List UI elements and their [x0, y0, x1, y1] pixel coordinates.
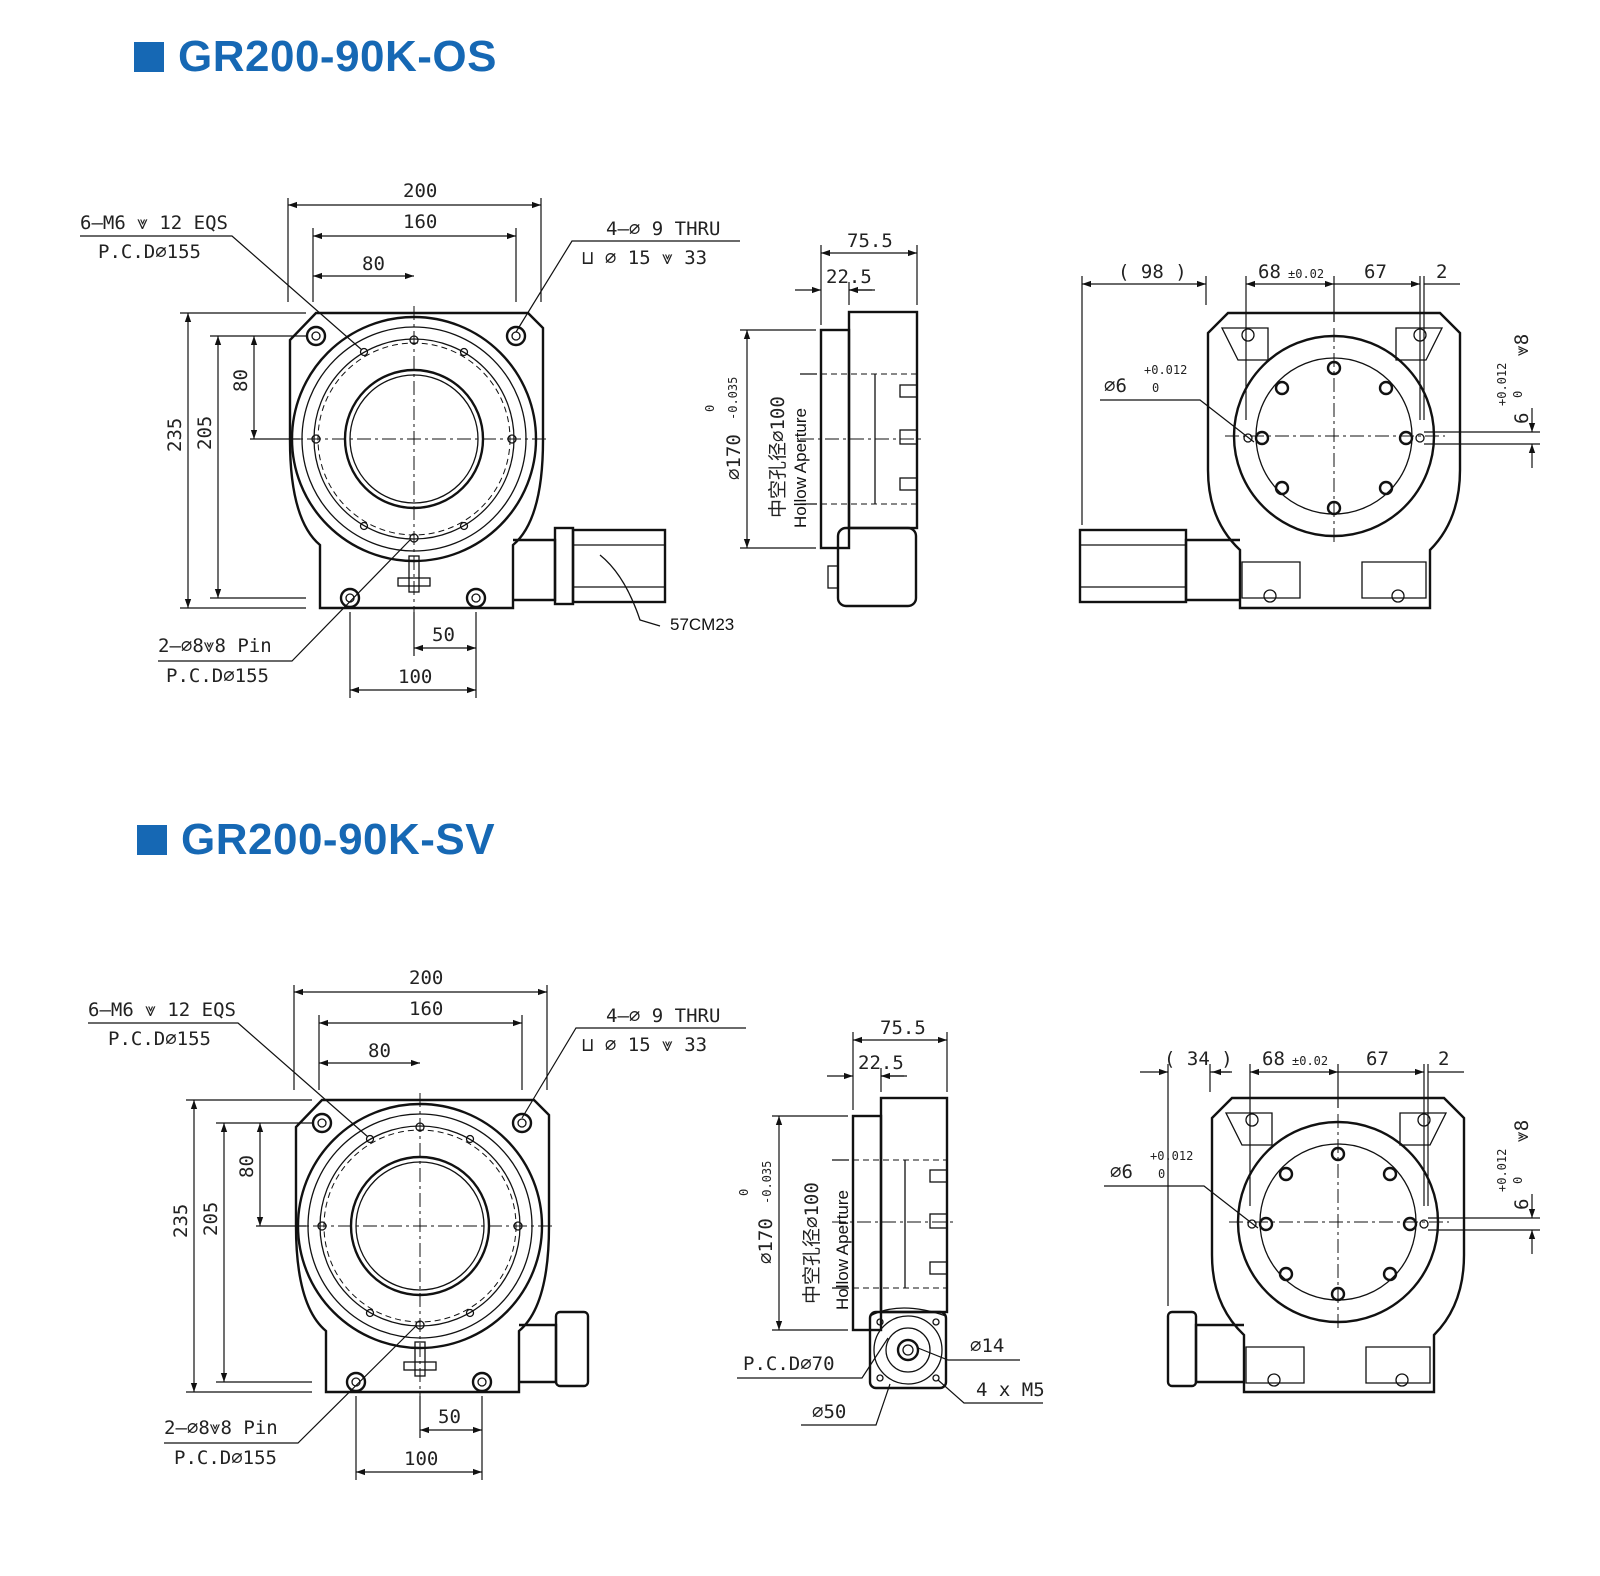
os-dim-170: ∅170: [723, 434, 745, 480]
os-dim-2: 2: [1436, 261, 1447, 283]
sv-rear-labels: ( 34 ) 68 ±0.02 67 2 ∅6 +0.012 0 ⩔8 +0.0…: [1110, 1048, 1533, 1210]
os-thru-holes-label: 4–∅ 9 THRU: [606, 218, 720, 240]
os-dim-68: 68: [1258, 261, 1281, 283]
os-dim-50: 50: [432, 624, 455, 646]
os-tol-r-upper: +0.012: [1495, 363, 1509, 406]
sv-dim-80-top: 80: [368, 1040, 391, 1062]
sv-thru-holes-label: 4–∅ 9 THRU: [606, 1005, 720, 1027]
sv-pcd-70-label: P.C.D∅70: [743, 1353, 835, 1375]
sv-counterbore-label: ⊔ ∅ 15 ⩔ 33: [582, 1034, 707, 1056]
sv-tol-r-upper: +0.012: [1495, 1149, 1509, 1192]
sv-pin-holes-label: 2–∅8⩔8 Pin: [164, 1417, 278, 1439]
sv-dim-68: 68: [1262, 1048, 1285, 1070]
sv-tol-68: ±0.02: [1292, 1054, 1328, 1068]
sv-pin-pcd-label: P.C.D∅155: [174, 1447, 277, 1469]
os-dia-6: ∅6: [1104, 375, 1127, 397]
os-counterbore-label: ⊔ ∅ 15 ⩔ 33: [582, 247, 707, 269]
sv-m5-label: 4 x M5: [976, 1379, 1045, 1401]
sv-side-labels: 75.5 22.5 ∅170 0 -0.035 中空孔径∅100 Hollow …: [737, 1017, 1045, 1423]
sv-dim-160: 160: [409, 998, 443, 1020]
sv-side-view: [737, 1032, 1043, 1426]
title-os-text: GR200-90K-OS: [178, 32, 498, 81]
sv-dim-205: 205: [200, 1202, 222, 1236]
title-square-icon: [137, 825, 167, 855]
os-dim-200: 200: [403, 180, 437, 202]
sv-aperture-cn: 中空孔径∅100: [801, 1182, 823, 1304]
sv-dim-235: 235: [170, 1204, 192, 1238]
os-dim-67: 67: [1364, 261, 1387, 283]
sv-dia-6: ∅6: [1110, 1161, 1133, 1183]
sv-tol-170-upper: 0: [737, 1189, 751, 1196]
sv-tol-170-lower: -0.035: [760, 1161, 774, 1204]
sv-dia-14-label: ∅14: [970, 1335, 1004, 1357]
os-aperture-cn: 中空孔径∅100: [767, 396, 789, 518]
title-os: GR200-90K-OS: [134, 32, 497, 82]
os-dim-80-side: 80: [230, 369, 252, 392]
sv-tol-6-upper: +0.012: [1150, 1149, 1193, 1163]
sv-rear-view: [1104, 1064, 1540, 1394]
os-pin-pcd-label: P.C.D∅155: [166, 665, 269, 687]
sv-dia-50-label: ∅50: [812, 1401, 846, 1423]
os-mount-holes-label: 6–M6 ⩔ 12 EQS: [80, 212, 228, 234]
os-pin-holes-label: 2–∅8⩔8 Pin: [158, 635, 272, 657]
sv-dim-75-5: 75.5: [880, 1017, 926, 1039]
os-dim-80-top: 80: [362, 253, 385, 275]
sv-dim-50: 50: [438, 1406, 461, 1428]
os-dim-22-5: 22.5: [826, 266, 872, 288]
title-square-icon: [134, 42, 164, 72]
os-side-labels: 75.5 22.5 ∅170 0 -0.035 中空孔径∅100 Hollow …: [703, 230, 893, 528]
sv-dim-100: 100: [404, 1448, 438, 1470]
os-side-view: [740, 245, 925, 608]
sv-front-labels: 6–M6 ⩔ 12 EQS P.C.D∅155 4–∅ 9 THRU ⊔ ∅ 1…: [88, 967, 720, 1470]
os-tol-170-upper: 0: [703, 405, 717, 412]
os-aperture-en: Hollow Aperture: [791, 408, 810, 528]
title-sv: GR200-90K-SV: [137, 815, 495, 865]
sv-mount-holes-label: 6–M6 ⩔ 12 EQS: [88, 999, 236, 1021]
sv-dim-200: 200: [409, 967, 443, 989]
os-dim-75-5: 75.5: [847, 230, 893, 252]
os-tol-6-lower: 0: [1152, 381, 1159, 395]
sv-dim-67: 67: [1366, 1048, 1389, 1070]
sv-front-view: [88, 985, 746, 1480]
os-dim-205: 205: [194, 416, 216, 450]
os-mount-pcd-label: P.C.D∅155: [98, 241, 201, 263]
sv-dim-6: 6: [1511, 1199, 1533, 1210]
os-depth-8: ⩔8: [1511, 334, 1533, 356]
sv-tol-r-lower: 0: [1511, 1177, 1525, 1184]
sv-mount-pcd-label: P.C.D∅155: [108, 1028, 211, 1050]
os-tol-68: ±0.02: [1288, 267, 1324, 281]
sv-depth-8: ⩔8: [1511, 1120, 1533, 1142]
title-sv-text: GR200-90K-SV: [181, 815, 496, 864]
sv-dim-34: ( 34 ): [1164, 1048, 1233, 1070]
os-tol-r-lower: 0: [1511, 391, 1525, 398]
os-motor-label: 57CM23: [670, 615, 734, 634]
os-dim-6: 6: [1511, 413, 1533, 424]
os-rear-view: [1078, 276, 1540, 610]
os-front-labels: 6–M6 ⩔ 12 EQS P.C.D∅155 4–∅ 9 THRU ⊔ ∅ 1…: [80, 180, 734, 688]
os-front-view: [80, 198, 740, 698]
sv-aperture-en: Hollow Aperture: [833, 1190, 852, 1310]
os-dim-100: 100: [398, 666, 432, 688]
sv-dim-170: ∅170: [755, 1218, 777, 1264]
os-dim-235: 235: [164, 418, 186, 452]
sv-dim-22-5: 22.5: [858, 1052, 904, 1074]
os-dim-98: ( 98 ): [1118, 261, 1187, 283]
os-rear-labels: ( 98 ) 68 ±0.02 67 2 ∅6 +0.012 0 ⩔8 +0.0…: [1104, 261, 1533, 424]
os-dim-160: 160: [403, 211, 437, 233]
sv-tol-6-lower: 0: [1158, 1167, 1165, 1181]
os-tol-6-upper: +0.012: [1144, 363, 1187, 377]
sv-dim-2: 2: [1438, 1048, 1449, 1070]
sv-dim-80-side: 80: [236, 1155, 258, 1178]
os-tol-170-lower: -0.035: [726, 377, 740, 420]
